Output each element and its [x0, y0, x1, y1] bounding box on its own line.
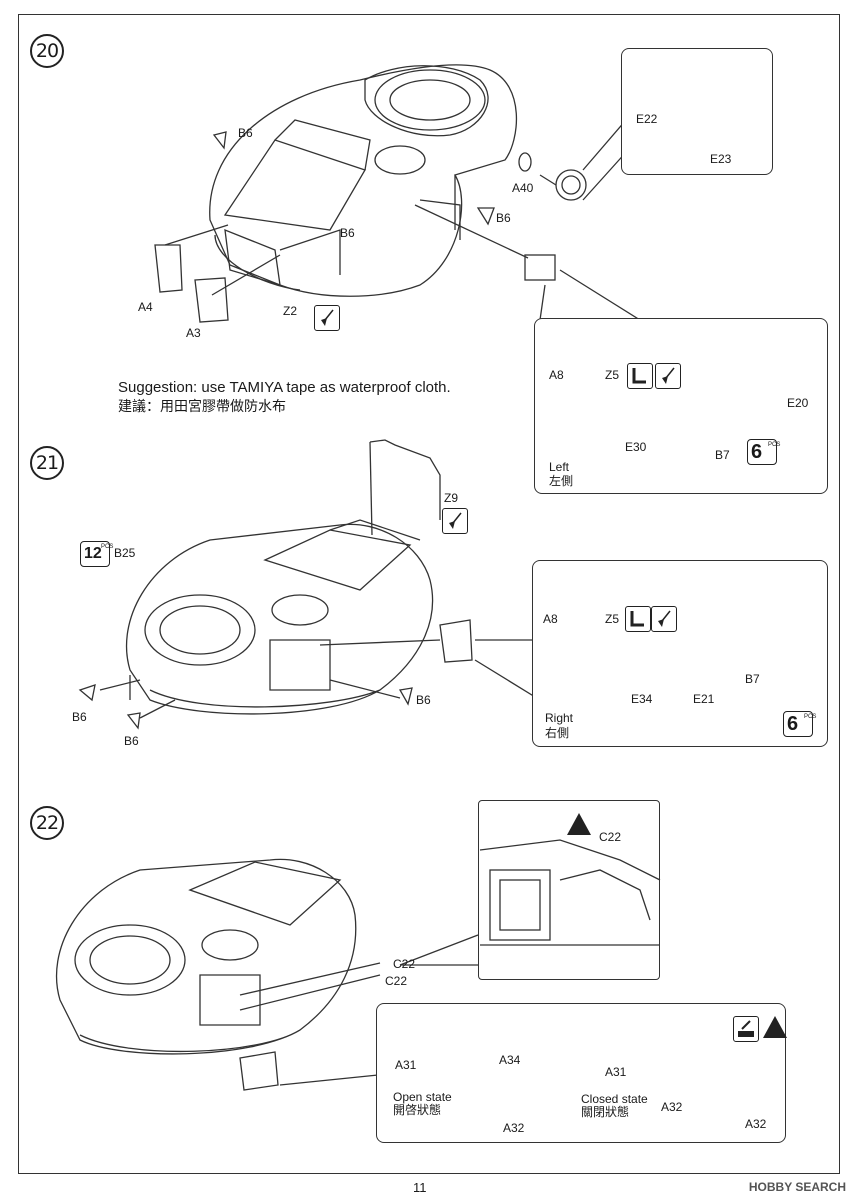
part-label: C22: [599, 830, 622, 844]
part-label: B25: [114, 546, 136, 560]
glue-brush-icon: [651, 606, 677, 632]
part-label: B7: [715, 448, 730, 462]
part-label: E30: [625, 440, 647, 454]
glue-brush-icon: [655, 363, 681, 389]
part-label: Z2: [283, 304, 298, 318]
page-frame: [18, 14, 840, 1174]
wheel-callout: E22 E23: [621, 48, 773, 175]
part-label: A32: [745, 1117, 767, 1131]
warning-icon: [763, 1016, 787, 1038]
watermark: HOBBY SEARCH: [748, 1180, 846, 1194]
warning-icon: [567, 813, 591, 835]
side-label-zh: 右側: [545, 726, 570, 740]
part-label: Z5: [605, 612, 620, 626]
part-label: B7: [745, 672, 760, 686]
part-label: C22: [385, 974, 408, 988]
step-number: 21: [30, 446, 64, 480]
pcs-count: 6: [751, 441, 763, 463]
glue-brush-icon: [442, 508, 468, 534]
part-label: A8: [549, 368, 564, 382]
pcs-unit: PCS: [768, 442, 781, 448]
glue-brush-icon: [314, 305, 340, 331]
suggestion-en: Suggestion: use TAMIYA tape as waterproo…: [118, 379, 451, 396]
part-label: A31: [395, 1058, 417, 1072]
state-label-zh: 關閉狀態: [581, 1105, 630, 1119]
step-number: 20: [30, 34, 64, 68]
pcs-unit: PCS: [804, 714, 817, 720]
pcs-badge: 6 PCS: [747, 439, 781, 465]
part-label: A8: [543, 612, 558, 626]
step-number: 22: [30, 806, 64, 840]
right-side-callout: A8 Z5 E34 E21 B7 6 PCS Right 右側: [532, 560, 828, 747]
part-label: E22: [636, 112, 658, 126]
pcs-badge: 12 PCS: [80, 541, 114, 567]
side-label-en: Right: [545, 711, 574, 725]
part-label: A40: [512, 181, 534, 195]
pcs-unit: PCS: [101, 544, 114, 550]
paint-icon: [733, 1016, 759, 1042]
part-label: B6: [72, 710, 87, 724]
suggestion-zh: 建議：用田宮膠帶做防水布: [118, 398, 286, 414]
part-label: B6: [238, 126, 253, 140]
part-label: A31: [605, 1065, 627, 1079]
part-label: Z5: [605, 368, 620, 382]
part-label: B6: [124, 734, 139, 748]
part-label: A34: [499, 1053, 521, 1067]
hatch-callout: A31 A34 A32 A31 A32 A32 Open state 開啓狀態 …: [376, 1003, 787, 1143]
part-label: B6: [416, 693, 431, 707]
part-label: A4: [138, 300, 153, 314]
detail-view: C22: [478, 800, 660, 980]
part-label: Z9: [444, 491, 459, 505]
part-label: A3: [186, 326, 201, 340]
side-label-zh: 左側: [549, 474, 574, 488]
pcs-count: 6: [787, 713, 799, 735]
part-label: E20: [787, 396, 809, 410]
page-number: 11: [413, 1180, 427, 1195]
part-label: E34: [631, 692, 653, 706]
part-label: E23: [710, 152, 732, 166]
state-label-en: Closed state: [581, 1092, 648, 1106]
state-label-en: Open state: [393, 1090, 452, 1104]
part-label: B6: [496, 211, 511, 225]
part-label: B6: [340, 226, 355, 240]
part-label: A32: [503, 1121, 525, 1135]
part-label: A32: [661, 1100, 683, 1114]
cement-icon: [627, 363, 653, 389]
left-side-callout: A8 Z5 E20 E30 B7 6 PCS Left 左側: [534, 318, 828, 494]
part-label: C22: [393, 957, 416, 971]
cement-icon: [625, 606, 651, 632]
pcs-badge: 6 PCS: [783, 711, 817, 737]
state-label-zh: 開啓狀態: [393, 1103, 442, 1117]
pcs-count: 12: [84, 545, 102, 562]
part-label: E21: [693, 692, 715, 706]
side-label-en: Left: [549, 460, 570, 474]
